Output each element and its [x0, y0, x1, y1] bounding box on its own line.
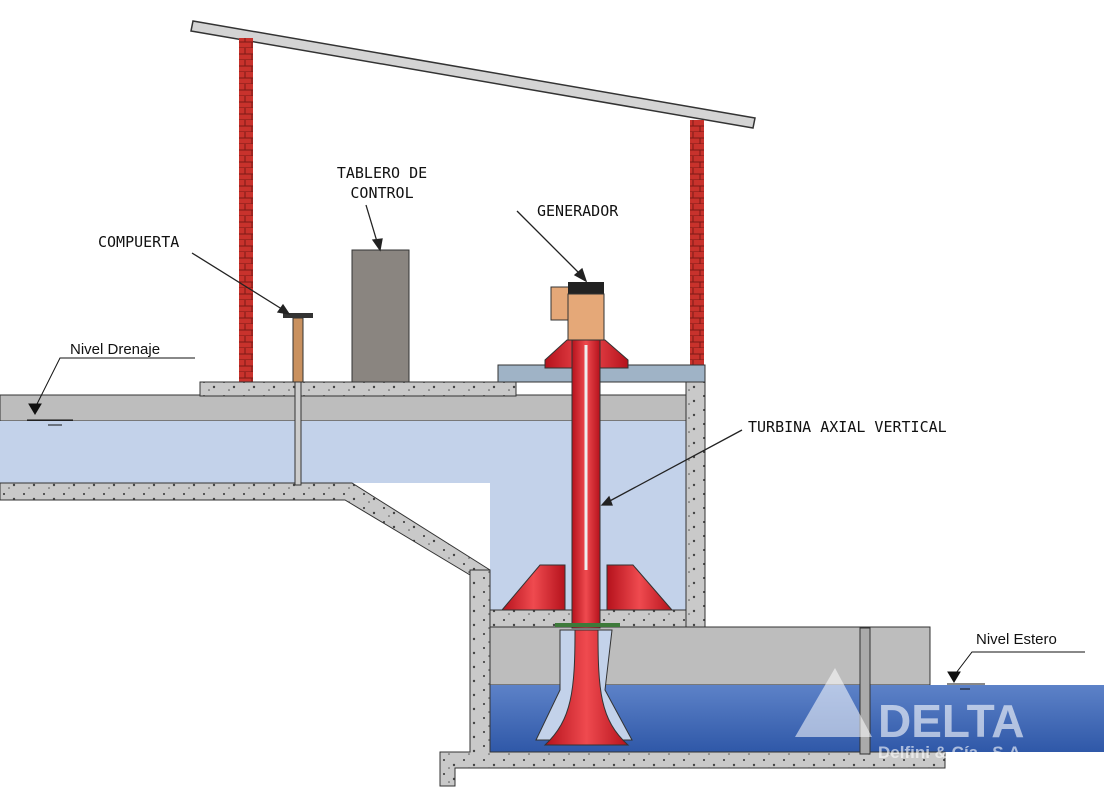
brick-column-left [239, 38, 253, 383]
label-nivel-drenaje: Nivel Drenaje [70, 341, 160, 358]
level-marker-drenaje [27, 357, 195, 426]
upper-water [0, 421, 490, 483]
label-tablero-line2: CONTROL [350, 184, 413, 202]
label-nivel-estero: Nivel Estero [976, 631, 1057, 648]
brick-column-right [690, 120, 704, 366]
gate-compuerta [283, 313, 313, 486]
axial-turbine [500, 339, 674, 746]
support-pillar [859, 627, 871, 755]
generator [550, 282, 605, 341]
control-panel [351, 249, 410, 383]
lower-outer-wall [439, 569, 946, 787]
level-marker-estero [947, 651, 1085, 690]
chamber-wall-right [685, 381, 706, 628]
floor-slab [199, 381, 517, 397]
logo-name: DELTA [878, 695, 1025, 747]
leader-lines [191, 204, 743, 506]
label-tablero-line1: TABLERO DE [337, 164, 427, 182]
delta-triangle-icon [795, 668, 872, 737]
label-compuerta: COMPUERTA [98, 233, 179, 251]
delta-logo: DELTA Delfini & Cía., S.A. [795, 668, 1025, 762]
logo-company: Delfini & Cía., S.A. [878, 743, 1025, 762]
roof [190, 20, 756, 129]
channel-floor [0, 482, 491, 626]
label-turbina: TURBINA AXIAL VERTICAL [748, 418, 947, 436]
label-generador: GENERADOR [537, 202, 619, 220]
